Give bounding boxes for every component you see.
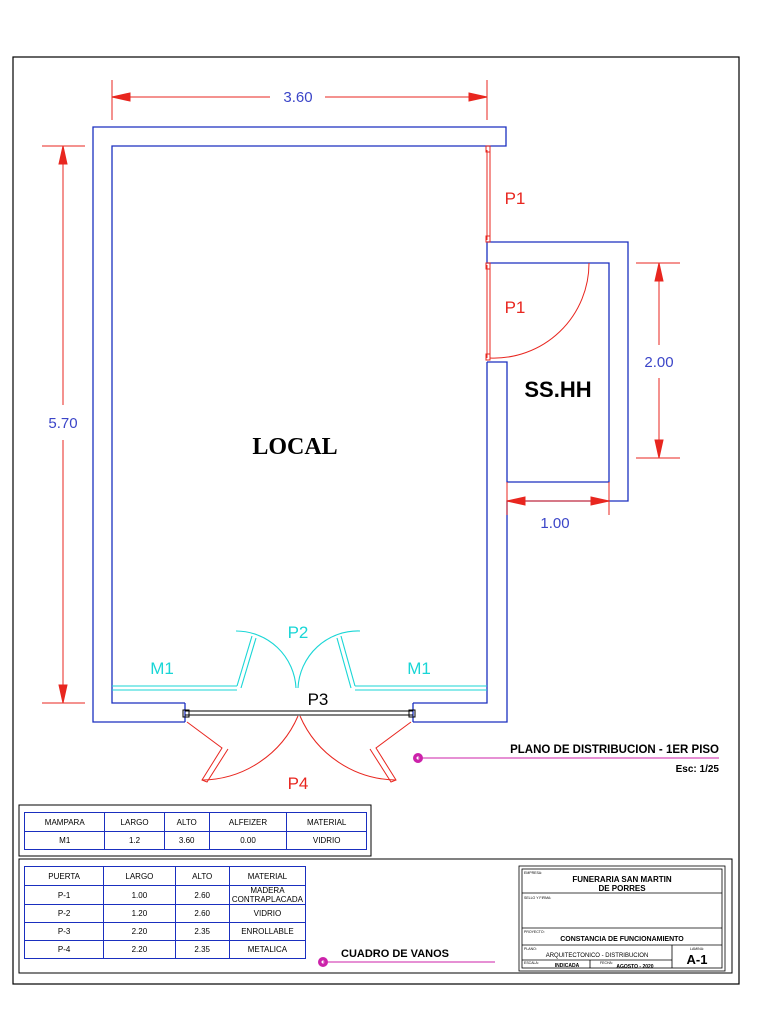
- table-cell: METALICA: [228, 940, 307, 959]
- table-cell: 0.00: [208, 831, 288, 850]
- tb-company-line2: DE PORRES: [598, 884, 646, 893]
- header-cell: MATERIAL: [286, 812, 367, 832]
- table-cell: P-2: [23, 904, 105, 923]
- tb-proyecto-label: PROYECTO:: [524, 930, 545, 934]
- header-cell: MAMPARA: [23, 812, 106, 832]
- door-p3: [182, 709, 416, 718]
- table-row: P-1 1.00 2.60 MADERA CONTRAPLACADA: [23, 885, 307, 905]
- mampara-label-left: M1: [150, 659, 174, 678]
- door-label-p4: P4: [288, 774, 309, 793]
- dimension-sshh-height-text: 2.00: [644, 354, 673, 371]
- title-block-frame: [518, 865, 726, 972]
- puerta-table: PUERTA LARGO ALTO MATERIAL P-1 1.00 2.60…: [23, 866, 307, 959]
- table-cell: 2.60: [174, 904, 230, 923]
- dimension-lines: [42, 80, 680, 704]
- door-p1-upper: [485, 145, 491, 243]
- header-cell: ALTO: [163, 812, 210, 832]
- tb-sheet-number: A-1: [687, 952, 708, 967]
- table-cell: P-1: [23, 885, 105, 905]
- tb-firma-label: SELLO Y FIRMA:: [524, 896, 551, 900]
- tb-lamina-label: LAMINA:: [690, 947, 704, 951]
- room-label-sshh: SS.HH: [524, 377, 591, 402]
- table-cell: 2.35: [174, 940, 230, 959]
- sheet-border: [12, 56, 740, 985]
- plan-title: PLANO DE DISTRIBUCION - 1ER PISO: [510, 744, 719, 756]
- table-cell: MADERA CONTRAPLACADA: [228, 885, 307, 905]
- tb-project: CONSTANCIA DE FUNCIONAMIENTO: [560, 936, 684, 943]
- table-cell: 1.2: [104, 831, 165, 850]
- door-p1-lower: [485, 262, 590, 361]
- mampara-table-frame: [18, 804, 372, 857]
- room-label-local: LOCAL: [252, 434, 337, 460]
- tb-company-line1: FUNERARIA SAN MARTIN: [572, 875, 671, 884]
- table-row: P-4 2.20 2.35 METALICA: [23, 940, 307, 959]
- tb-escala-label: ESCALA:: [524, 961, 539, 965]
- tb-empresa-label: EMPRESA:: [524, 871, 542, 875]
- tb-fecha: AGOSTO - 2020: [616, 964, 653, 970]
- door-label-p1-lower: P1: [505, 298, 526, 317]
- cuadro-vanos-frame: [18, 858, 733, 974]
- tb-plano: ARQUITECTONICO - DISTRIBUCION: [546, 953, 649, 959]
- table-cell: 3.60: [163, 831, 210, 850]
- tb-fecha-label: FECHA:: [600, 961, 613, 965]
- table-cell: P-3: [23, 922, 105, 941]
- dimension-height-text: 5.70: [48, 415, 77, 432]
- table-cell: 1.00: [103, 885, 176, 905]
- header-cell: PUERTA: [23, 866, 105, 886]
- mampara-table: MAMPARA LARGO ALTO ALFEIZER MATERIAL M1 …: [23, 812, 367, 850]
- tb-plano-label: PLANO:: [524, 947, 537, 951]
- tb-escala: INDICADA: [555, 963, 580, 969]
- header-cell: MATERIAL: [228, 866, 307, 886]
- table-row: P-3 2.20 2.35 ENROLLABLE: [23, 922, 307, 941]
- table-cell: 2.60: [174, 885, 230, 905]
- table-row: M1 1.2 3.60 0.00 VIDRIO: [23, 831, 367, 850]
- header-cell: ALTO: [174, 866, 230, 886]
- header-cell: ALFEIZER: [208, 812, 288, 832]
- table-cell: P-4: [23, 940, 105, 959]
- mampara-label-right: M1: [407, 659, 431, 678]
- cuadro-vanos-label: CUADRO DE VANOS: [341, 948, 449, 960]
- header-cell: LARGO: [103, 866, 176, 886]
- table-cell: VIDRIO: [286, 831, 367, 850]
- door-label-p2: P2: [288, 623, 309, 642]
- table-cell: VIDRIO: [228, 904, 307, 923]
- mampara-table-header: MAMPARA LARGO ALTO ALFEIZER MATERIAL: [23, 812, 367, 832]
- dimension-sshh-width-text: 1.00: [540, 515, 569, 532]
- table-cell: 2.20: [103, 922, 176, 941]
- dimension-width-text: 3.60: [283, 89, 312, 106]
- puerta-table-header: PUERTA LARGO ALTO MATERIAL: [23, 866, 307, 886]
- plan-scale: Esc: 1/25: [676, 764, 720, 775]
- table-cell: M1: [23, 831, 106, 850]
- glass-partitions: [112, 630, 487, 691]
- door-label-p1-upper: P1: [505, 189, 526, 208]
- door-p4: [186, 715, 412, 783]
- table-cell: 2.35: [174, 922, 230, 941]
- table-cell: 2.20: [103, 940, 176, 959]
- walls: [92, 126, 629, 723]
- table-row: P-2 1.20 2.60 VIDRIO: [23, 904, 307, 923]
- table-cell: 1.20: [103, 904, 176, 923]
- door-label-p3: P3: [308, 690, 329, 709]
- table-cell: ENROLLABLE: [228, 922, 307, 941]
- header-cell: LARGO: [104, 812, 165, 832]
